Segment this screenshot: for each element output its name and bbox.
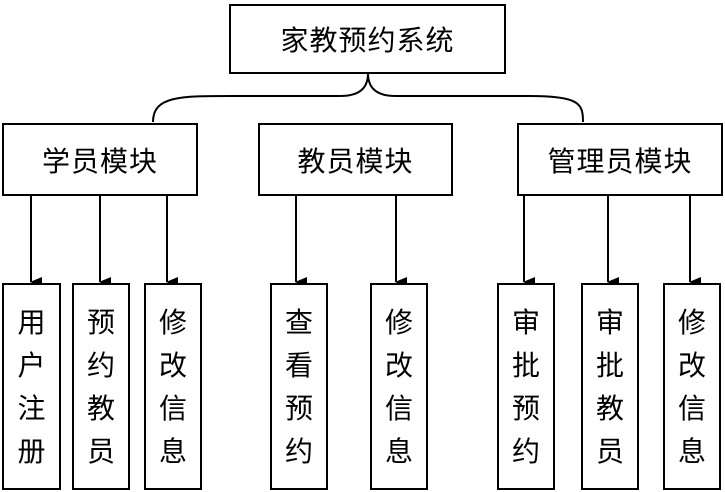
root-node: 家教预约系统 [229, 4, 506, 74]
node-admin-edit-info-label: 修改信息 [677, 305, 706, 468]
node-admin-edit-info: 修改信息 [663, 283, 721, 490]
node-teacher-edit-info: 修改信息 [370, 283, 428, 490]
node-student-edit-info-label: 修改信息 [158, 305, 187, 468]
node-book-teacher: 预约教员 [72, 283, 130, 490]
node-user-register: 用户注册 [2, 283, 61, 490]
module-teacher-label: 教员模块 [297, 144, 414, 178]
module-student-label: 学员模块 [41, 144, 158, 178]
module-teacher: 教员模块 [258, 123, 453, 196]
root-brace [152, 72, 584, 123]
node-approve-bookings-label: 审批预约 [511, 305, 540, 468]
node-user-register-label: 用户注册 [17, 305, 46, 468]
node-approve-teachers-label: 审批教员 [595, 305, 624, 468]
module-admin: 管理员模块 [517, 123, 723, 196]
node-book-teacher-label: 预约教员 [86, 305, 115, 468]
module-student: 学员模块 [2, 123, 198, 196]
node-view-bookings: 查看预约 [270, 283, 328, 490]
module-admin-label: 管理员模块 [547, 144, 693, 178]
node-approve-bookings: 审批预约 [497, 283, 555, 490]
root-label: 家教预约系统 [280, 24, 455, 57]
node-approve-teachers: 审批教员 [581, 283, 639, 490]
node-view-bookings-label: 查看预约 [284, 305, 313, 468]
node-teacher-edit-info-label: 修改信息 [384, 305, 413, 468]
node-student-edit-info: 修改信息 [144, 283, 202, 490]
